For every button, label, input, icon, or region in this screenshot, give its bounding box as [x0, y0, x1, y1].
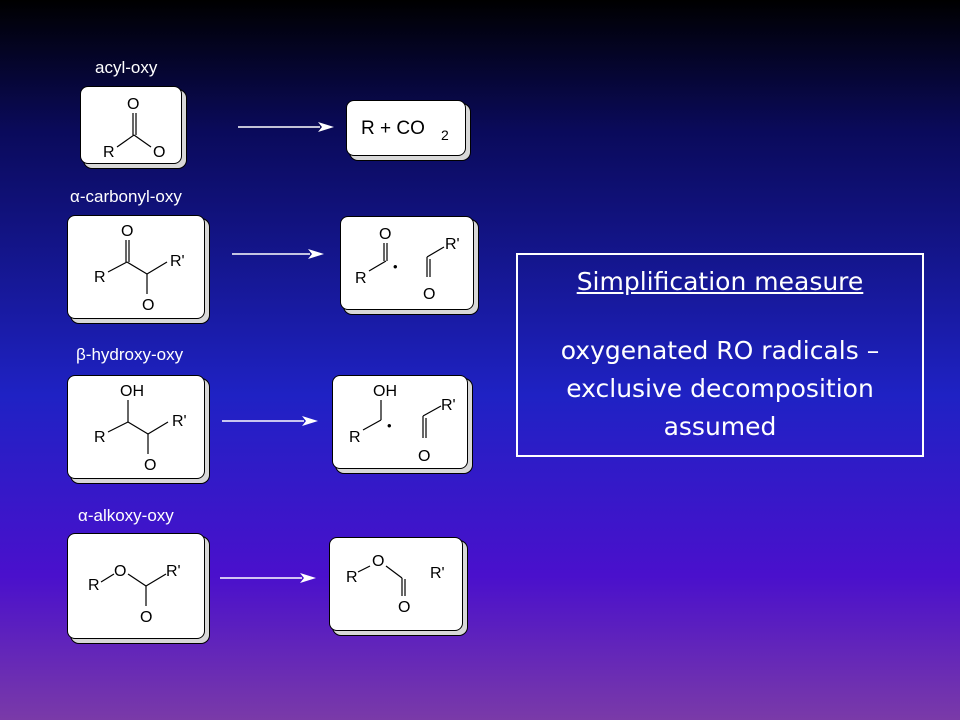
note-body: oxygenated RO radicals – exclusive decom…	[560, 336, 880, 441]
reactant-beta-hydroxy-oxy: OH R R' O	[67, 375, 205, 479]
atom-label: O	[114, 563, 126, 580]
atom-label: O	[372, 553, 384, 570]
product-alpha-carbonyl-oxy: O R • R' O	[340, 216, 474, 310]
reaction-arrow	[232, 249, 324, 259]
atom-label: R	[88, 577, 100, 594]
atom-label: R	[103, 144, 115, 161]
atom-label: R	[346, 569, 358, 586]
atom-label: O	[121, 223, 133, 240]
product-beta-hydroxy-oxy: OH R • R' O	[332, 375, 468, 469]
atom-label: O	[127, 96, 139, 113]
reaction-arrow	[238, 122, 334, 132]
reaction-arrow	[220, 573, 316, 583]
atom-label: O	[379, 226, 391, 243]
atom-label: O	[142, 297, 154, 314]
atom-label: O	[423, 286, 435, 303]
product-acyl-oxy: R + CO 2	[346, 100, 466, 156]
section-title-beta-hydroxy-oxy: β-hydroxy-oxy	[76, 345, 184, 364]
atom-label: R'	[441, 397, 456, 414]
atom-label: O	[144, 457, 156, 474]
atom-label: R'	[430, 565, 445, 582]
reaction-arrow	[222, 416, 318, 426]
atom-label: R'	[172, 413, 187, 430]
reactant-alpha-carbonyl-oxy: O R R' O	[67, 215, 205, 319]
atom-label: R'	[166, 563, 181, 580]
product-subscript: 2	[441, 127, 449, 143]
section-title-alpha-alkoxy-oxy: α-alkoxy-oxy	[78, 506, 174, 525]
section-title-alpha-carbonyl-oxy: α-carbonyl-oxy	[70, 187, 182, 206]
atom-label: O	[398, 599, 410, 616]
atom-label: R	[94, 269, 106, 286]
product-alpha-alkoxy-oxy: R O O R'	[329, 537, 463, 631]
atom-label: R	[349, 429, 361, 446]
atom-label: R	[355, 270, 367, 287]
atom-label: O	[140, 609, 152, 626]
atom-label: R'	[445, 236, 460, 253]
radical-dot: •	[393, 259, 398, 274]
atom-label: O	[153, 144, 165, 161]
atom-label: OH	[373, 383, 397, 400]
atom-label: O	[418, 448, 430, 465]
atom-label: R	[94, 429, 106, 446]
product-formula: R + CO	[361, 118, 425, 139]
atom-label: OH	[120, 383, 144, 400]
simplification-note-box: Simplification measure oxygenated RO rad…	[516, 253, 924, 457]
radical-dot: •	[387, 418, 392, 433]
reactant-alpha-alkoxy-oxy: R O R' O	[67, 533, 205, 639]
atom-label: R'	[170, 253, 185, 270]
note-heading: Simplification measure	[576, 267, 864, 296]
section-title-acyl-oxy: acyl-oxy	[95, 58, 158, 77]
reactant-acyl-oxy: O R O	[80, 86, 182, 164]
